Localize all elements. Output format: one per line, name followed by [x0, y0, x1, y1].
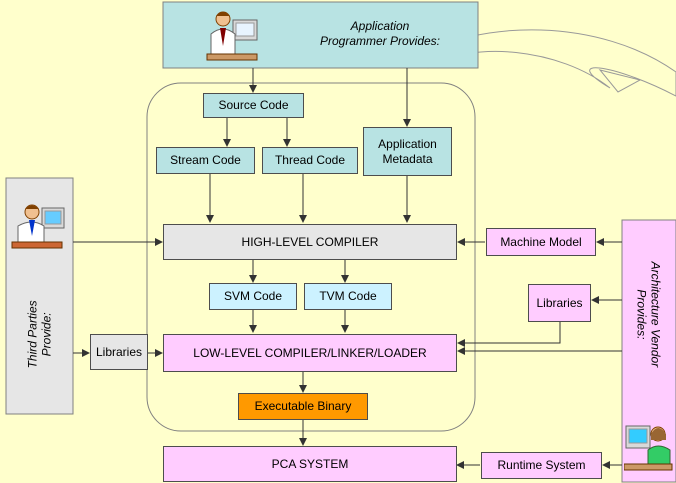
application-metadata-box: Application Metadata [363, 127, 452, 176]
callout-arrowhead [598, 69, 642, 93]
vendor-libraries-box: Libraries [528, 284, 591, 322]
machine-model-box: Machine Model [486, 228, 596, 256]
third-parties-heading: Third Parties Provide: [26, 274, 55, 394]
architecture-vendor-heading: Architecture Vendor Provides: [634, 254, 663, 374]
runtime-system-box: Runtime System [481, 452, 602, 479]
architecture-vendor-heading-line2: Provides: [634, 289, 648, 340]
programmer-person-icon [203, 6, 263, 64]
third-parties-heading-line1: Third Parties [25, 300, 40, 369]
third-parties-heading-line2: Provide: [40, 312, 54, 357]
tvm-code-box: TVM Code [304, 283, 392, 310]
source-code-box: Source Code [203, 93, 304, 118]
application-metadata-line1: Application [378, 136, 437, 151]
application-metadata-line2: Metadata [382, 151, 433, 166]
high-level-compiler-box: HIGH-LEVEL COMPILER [163, 224, 457, 260]
vendor-person-icon [623, 420, 674, 472]
stream-code-box: Stream Code [156, 147, 255, 174]
app-programmer-heading: Application Programmer Provides: [300, 14, 460, 54]
svm-code-box: SVM Code [209, 283, 297, 310]
app-programmer-heading-line2: Programmer Provides: [319, 34, 441, 48]
low-level-compiler-box: LOW-LEVEL COMPILER/LINKER/LOADER [163, 334, 457, 372]
third-party-person-icon [10, 200, 68, 252]
executable-binary-box: Executable Binary [238, 393, 368, 420]
pca-system-box: PCA SYSTEM [163, 446, 457, 482]
app-programmer-heading-line1: Application [350, 19, 410, 33]
architecture-vendor-heading-line1: Architecture Vendor [648, 261, 663, 368]
thread-code-box: Thread Code [262, 147, 358, 174]
arrow [457, 322, 561, 347]
third-party-libraries-box: Libraries [90, 334, 148, 370]
